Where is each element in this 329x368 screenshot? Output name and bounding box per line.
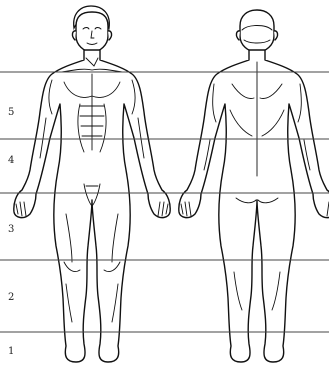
zone-label-5: 5 [8,107,14,118]
zone-labels: 5 4 3 2 1 [8,107,14,357]
front-ear-left [72,31,76,40]
zone-label-1: 1 [8,346,14,357]
front-figure [14,6,170,362]
zone-label-4: 4 [8,155,14,166]
back-body [179,50,329,362]
front-ear-right [108,31,112,40]
zone-label-3: 3 [8,224,14,235]
back-figure [179,10,329,362]
back-ear-right [274,31,278,40]
back-head [240,10,274,52]
zone-label-2: 2 [8,292,14,303]
back-ear-left [236,31,240,40]
